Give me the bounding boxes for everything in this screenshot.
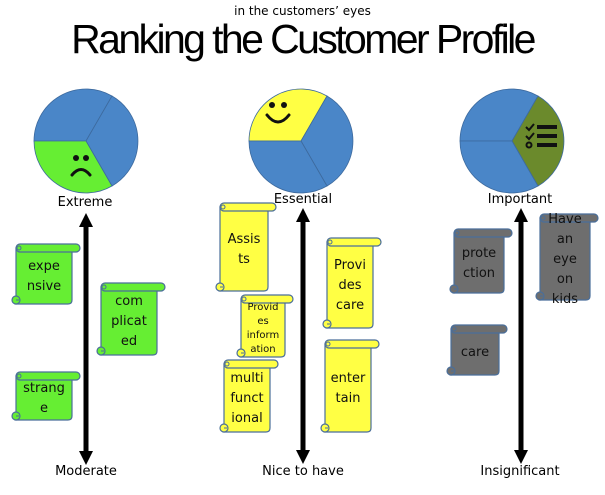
note-have-an-eye-on-kids[interactable]: Have an eye on kids — [535, 212, 599, 307]
pie-essential — [248, 88, 354, 194]
pie-slice-blue-bottom — [459, 140, 539, 194]
pie-slice-blue-right — [300, 95, 354, 187]
note-text: Provi des care — [334, 258, 366, 313]
smiley-face-icon — [265, 102, 291, 124]
scroll-shape — [320, 339, 380, 433]
note-protection[interactable]: prote ction — [449, 228, 513, 294]
note-text: prote ction — [461, 246, 497, 281]
note-expensive[interactable]: expe nsive — [11, 243, 81, 305]
note-assists[interactable]: Assis ts — [215, 202, 277, 292]
scroll-shape — [215, 202, 277, 292]
scroll-shape — [236, 294, 294, 358]
label-insignificant: Insignificant — [480, 464, 560, 479]
label-essential: Essential — [273, 192, 333, 207]
scroll-shape — [535, 213, 599, 301]
note-text: strang e — [23, 381, 65, 416]
subtitle: in the customers’ eyes — [234, 4, 371, 18]
axis-essential — [296, 208, 310, 464]
pie-extreme — [33, 88, 139, 194]
scroll-shape — [322, 237, 382, 329]
page-title: Ranking the Customer Profile — [71, 16, 536, 62]
pie-slice-blue-right — [85, 95, 139, 187]
pie-slice-blue-top — [33, 88, 113, 142]
label-moderate: Moderate — [55, 464, 117, 479]
pie-important — [459, 88, 565, 194]
note-text: Assis ts — [227, 232, 261, 267]
pie-slice-olive — [511, 95, 565, 187]
note-provides-information[interactable]: Provid es inform ation — [236, 294, 294, 358]
note-text: care — [460, 345, 490, 360]
note-text: Provid es inform ation — [246, 302, 280, 355]
scroll-shape — [449, 228, 513, 294]
pie-slice-green — [33, 140, 113, 194]
pie-slice-blue-bottom — [248, 140, 328, 194]
label-important: Important — [487, 192, 553, 207]
sad-face-icon — [70, 155, 92, 177]
note-text: com plicat ed — [111, 294, 147, 349]
note-care[interactable]: care — [446, 324, 508, 376]
scroll-shape — [219, 359, 279, 433]
note-entertain[interactable]: enter tain — [320, 339, 380, 433]
checklist-icon — [525, 123, 557, 149]
note-strange[interactable]: strang e — [11, 371, 81, 421]
axis-extreme — [79, 213, 93, 465]
axis-important — [514, 208, 528, 464]
scroll-shape — [11, 243, 81, 305]
label-nice-to-have: Nice to have — [262, 464, 344, 479]
note-text: multi funct ional — [230, 371, 264, 426]
scroll-shape — [96, 282, 166, 356]
pie-slice-blue-top — [459, 88, 539, 142]
label-extreme: Extreme — [57, 195, 113, 210]
note-text: expe nsive — [26, 259, 62, 294]
note-multifunctional[interactable]: multi funct ional — [219, 359, 279, 433]
note-provides-care[interactable]: Provi des care — [322, 237, 382, 329]
scroll-shape — [446, 324, 508, 376]
note-complicated[interactable]: com plicat ed — [96, 282, 166, 356]
note-text: Have an eye on kids — [548, 212, 582, 307]
note-text: enter tain — [330, 371, 366, 406]
scroll-shape — [11, 371, 81, 421]
